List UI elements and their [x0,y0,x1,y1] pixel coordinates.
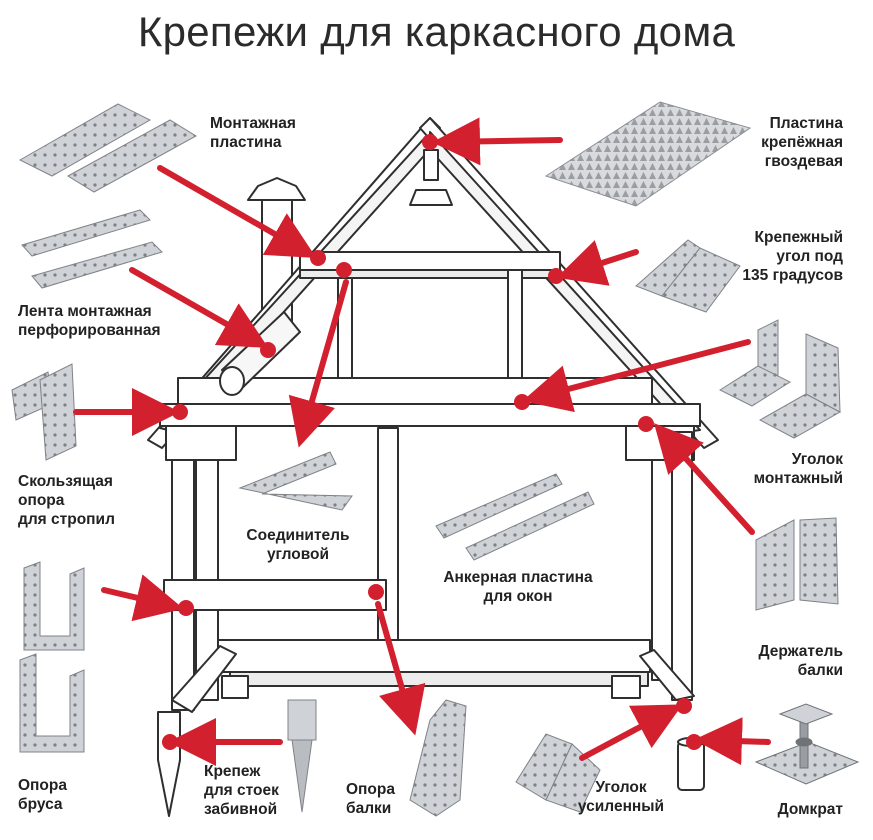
label-corner-connector: Соединитель угловой [246,527,350,563]
label-beam-support: Опора балки [346,781,395,817]
label-mounting-angle: Уголок монтажный [753,451,843,487]
marker-dot [172,404,188,420]
marker-dot [336,262,352,278]
pointer-attic-angle [522,339,751,413]
mounting-angle-image [718,319,842,439]
pointer-jack [694,717,771,766]
label-jack: Домкрат [777,801,843,818]
floor-beam [217,639,651,673]
label-angle-135: Крепежный угол под 135 градусов [742,229,843,284]
marker-dots [162,134,702,750]
label-sliding-support: Скользящая опора для стропил [18,473,115,528]
marker-dot [638,416,654,432]
reinforced-angle-image [515,733,601,813]
angle-135-image [635,239,741,313]
label-anchor-plate: Анкерная пластина для окон [443,569,593,605]
label-beam-holder: Держатель балки [758,643,843,679]
marker-dot [686,734,702,750]
house-frame [147,117,719,817]
beam-support-image [409,699,467,817]
timber-support-image [19,561,85,753]
pointer-reinforced-angle [579,704,683,761]
post-spike-image [287,699,317,813]
pointer-corner-connector [288,279,349,448]
mid-beam [163,579,387,611]
chimney-cap [247,177,306,201]
sliding-support-image [11,363,77,461]
pointer-perforated-tape [129,267,269,348]
label-nail-plate: Пластина крепёжная гвоздевая [761,115,843,170]
pointer-mounting-angle [653,423,755,535]
marker-dot [514,394,530,410]
label-post-spike: Крепеж для стоек забивной [204,763,279,818]
jack-image [754,703,860,785]
marker-dot [676,698,692,714]
pointer-nail-plate [432,117,563,166]
top-plate [159,403,701,427]
marker-dot [162,734,178,750]
pointer-mounting-plate [157,165,317,258]
perforated-tape-image [21,209,163,289]
pointer-timber-support [101,574,184,622]
label-timber-support: Опора бруса [18,777,67,813]
page-title: Крепежи для каркасного дома [137,8,736,55]
marker-dot [422,134,438,150]
label-perforated-tape: Лента монтажная перфорированная [18,303,161,339]
pointer-angle-135 [556,240,639,286]
label-mounting-plate: Монтажная пластина [210,115,296,151]
mounting-plate-image [18,103,197,193]
pointer-lines [73,117,771,766]
marker-dot [260,342,276,358]
corner-connector-image [238,451,353,511]
post-right [651,459,675,681]
nail-plate-image [544,101,752,207]
marker-dot [368,584,384,600]
post-spike-installed [157,711,181,817]
marker-dot [178,600,194,616]
label-reinforced-angle: Уголок усиленный [577,779,665,815]
anchor-plate-image [435,473,595,561]
pointer-beam-support [375,601,426,736]
marker-dot [310,250,326,266]
beam-holder-image [755,517,839,611]
marker-dot [548,268,564,284]
